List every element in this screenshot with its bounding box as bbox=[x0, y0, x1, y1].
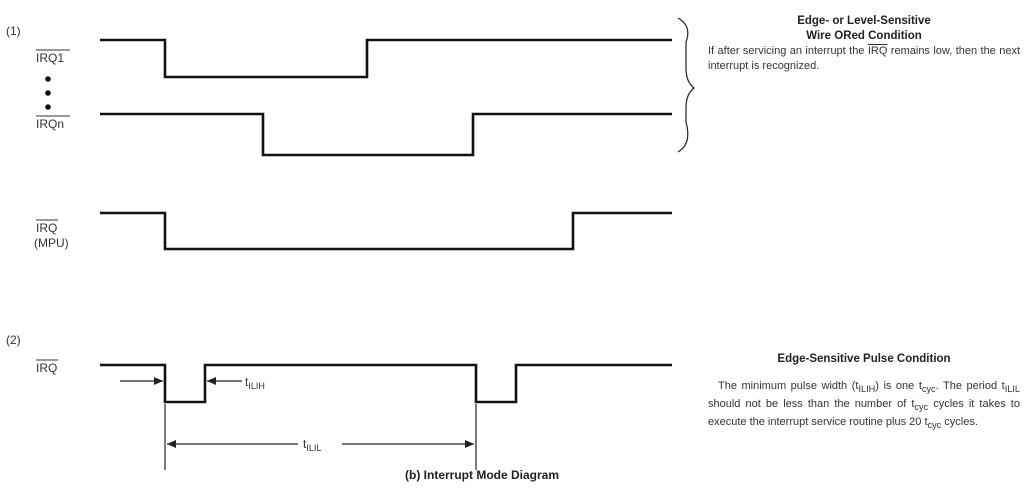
irq-mpu-label: IRQ bbox=[36, 221, 57, 235]
tilih-left-arrowhead bbox=[154, 377, 163, 385]
tilih-right-arrowhead bbox=[207, 377, 216, 385]
ellipsis-dot-1 bbox=[45, 76, 51, 82]
irq-pulse-waveform bbox=[100, 363, 672, 404]
figure-caption: (b) Interrupt Mode Diagram bbox=[405, 468, 560, 482]
irq1-waveform bbox=[100, 38, 672, 79]
irqn-label: IRQn bbox=[36, 117, 64, 131]
tilil-left-arrowhead bbox=[167, 440, 176, 448]
irq-mpu-waveform bbox=[100, 211, 672, 251]
irqn-waveform bbox=[100, 112, 672, 157]
irq-mpu-sub-label: (MPU) bbox=[34, 236, 69, 250]
irq1-label: IRQ1 bbox=[36, 51, 64, 65]
wire-ored-note-title-line1: Edge- or Level-Sensitive bbox=[797, 15, 931, 27]
pulse-note-body: The minimum pulse width (tILIH) is one t… bbox=[708, 380, 1020, 431]
irq-pulse-label: IRQ bbox=[36, 361, 57, 375]
case1-label: (1) bbox=[6, 24, 21, 38]
ellipsis-dot-3 bbox=[45, 104, 51, 110]
wire-ored-note: Edge- or Level-Sensitive Wire ORed Condi… bbox=[708, 14, 1020, 74]
case2-label: (2) bbox=[6, 333, 21, 347]
pulse-note: Edge-Sensitive Pulse Condition The minim… bbox=[708, 352, 1020, 434]
tilil-label: tILIL bbox=[303, 437, 321, 453]
ellipsis-dot-2 bbox=[45, 90, 51, 96]
tilil-right-arrowhead bbox=[465, 440, 474, 448]
wire-ored-note-body: If after servicing an interrupt the IRQ … bbox=[708, 45, 1020, 72]
tilih-label: tILIH bbox=[245, 375, 265, 391]
curly-brace bbox=[677, 17, 695, 153]
pulse-note-title: Edge-Sensitive Pulse Condition bbox=[777, 353, 951, 365]
wire-ored-note-title-line2: Wire ORed Condition bbox=[806, 30, 922, 42]
